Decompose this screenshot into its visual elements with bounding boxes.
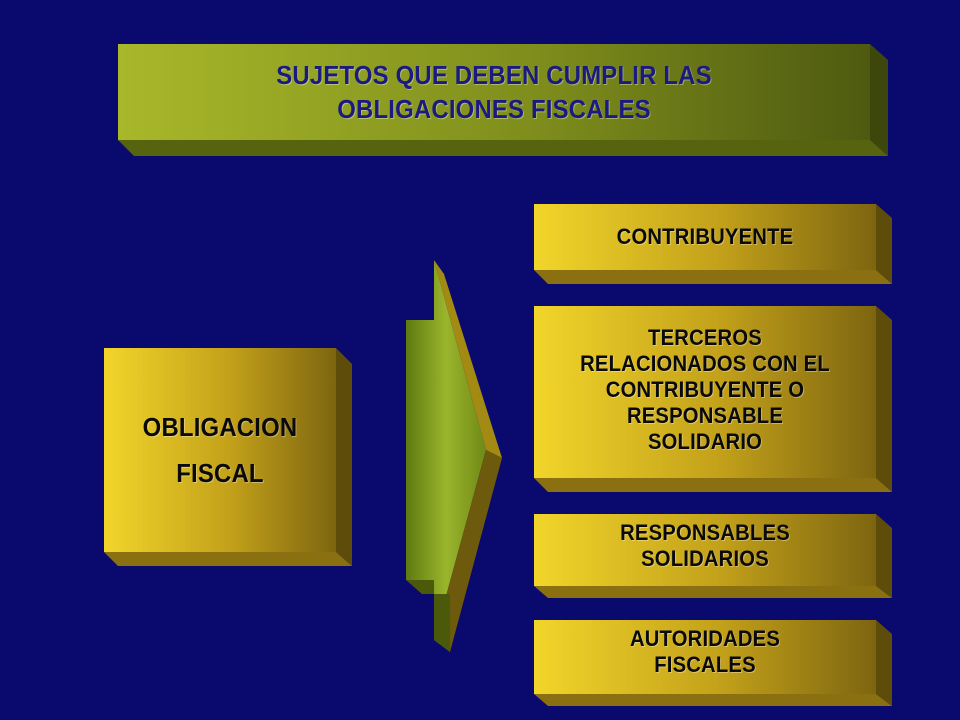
flow-arrow	[404, 258, 506, 654]
title-line-2: OBLIGACIONES FISCALES	[337, 94, 651, 124]
item-box-1-shape	[534, 204, 892, 284]
title-box: SUJETOS QUE DEBEN CUMPLIR LAS OBLIGACION…	[118, 44, 888, 158]
item-2-line-4: RESPONSABLE	[626, 403, 784, 428]
item-2-line-3: CONTRIBUYENTE O	[605, 377, 805, 402]
item-box-4-shape	[534, 620, 892, 706]
item-label-3: RESPONSABLES SOLIDARIOS	[548, 510, 863, 582]
source-line-1: OBLIGACION	[142, 412, 298, 442]
item-label-1: CONTRIBUYENTE	[548, 204, 863, 270]
source-box-shape	[104, 348, 352, 566]
page-title: SUJETOS QUE DEBEN CUMPLIR LAS OBLIGACION…	[148, 46, 840, 138]
source-box: OBLIGACION FISCAL	[104, 348, 352, 568]
item-label-4: AUTORIDADES FISCALES	[548, 616, 863, 688]
source-label: OBLIGACION FISCAL	[113, 400, 326, 500]
source-line-2: FISCAL	[176, 458, 264, 488]
item-2-line-5: SOLIDARIO	[647, 429, 763, 454]
item-4-line-1: AUTORIDADES	[629, 626, 781, 651]
item-3-line-2: SOLIDARIOS	[641, 546, 769, 571]
item-box-1: CONTRIBUYENTE	[534, 204, 892, 286]
item-box-2-shape	[534, 306, 892, 492]
arrow-shape	[406, 260, 502, 652]
item-label-2: TERCEROS RELACIONADOS CON EL CONTRIBUYEN…	[548, 310, 863, 470]
item-3-line-1: RESPONSABLES	[620, 520, 790, 545]
item-box-3: RESPONSABLES SOLIDARIOS	[534, 514, 892, 600]
item-2-line-1: TERCEROS	[648, 325, 762, 350]
title-box-shape	[118, 44, 888, 156]
item-box-4: AUTORIDADES FISCALES	[534, 620, 892, 708]
item-box-3-shape	[534, 514, 892, 598]
title-line-1: SUJETOS QUE DEBEN CUMPLIR LAS	[276, 60, 712, 90]
item-2-line-2: RELACIONADOS CON EL	[580, 351, 830, 376]
item-4-line-2: FISCALES	[654, 652, 756, 677]
item-box-2: TERCEROS RELACIONADOS CON EL CONTRIBUYEN…	[534, 306, 892, 494]
item-1-line-1: CONTRIBUYENTE	[616, 224, 794, 249]
